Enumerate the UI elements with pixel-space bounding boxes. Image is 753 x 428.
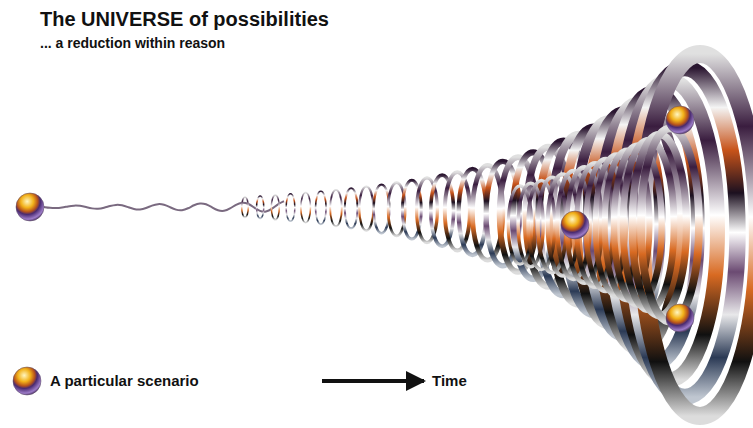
title: The UNIVERSE of possibilities <box>40 8 329 31</box>
spiral-ring <box>330 190 342 226</box>
spiral-ring <box>301 193 311 223</box>
scenario-spheres <box>13 106 694 395</box>
spiral-cone <box>44 54 753 416</box>
spiral-ring <box>271 195 279 220</box>
spiral-ring <box>316 191 327 224</box>
spiral-ring <box>345 188 358 228</box>
legend-sphere <box>13 367 41 395</box>
spiral-ring <box>242 197 249 218</box>
spiral-ring <box>431 175 454 246</box>
subtitle: ... a reduction within reason <box>40 35 225 51</box>
inner-ring <box>641 128 699 321</box>
scenario-sphere <box>561 211 589 239</box>
time-arrow <box>322 379 424 383</box>
axis-label: Time <box>432 372 467 389</box>
scenario-sphere <box>666 106 694 134</box>
scenario-sphere <box>16 193 44 221</box>
legend-text: A particular scenario <box>50 372 199 389</box>
spiral-ring <box>286 194 295 221</box>
spiral-ring <box>359 187 373 231</box>
spiral-ring <box>257 196 264 219</box>
scenario-sphere <box>666 304 694 332</box>
